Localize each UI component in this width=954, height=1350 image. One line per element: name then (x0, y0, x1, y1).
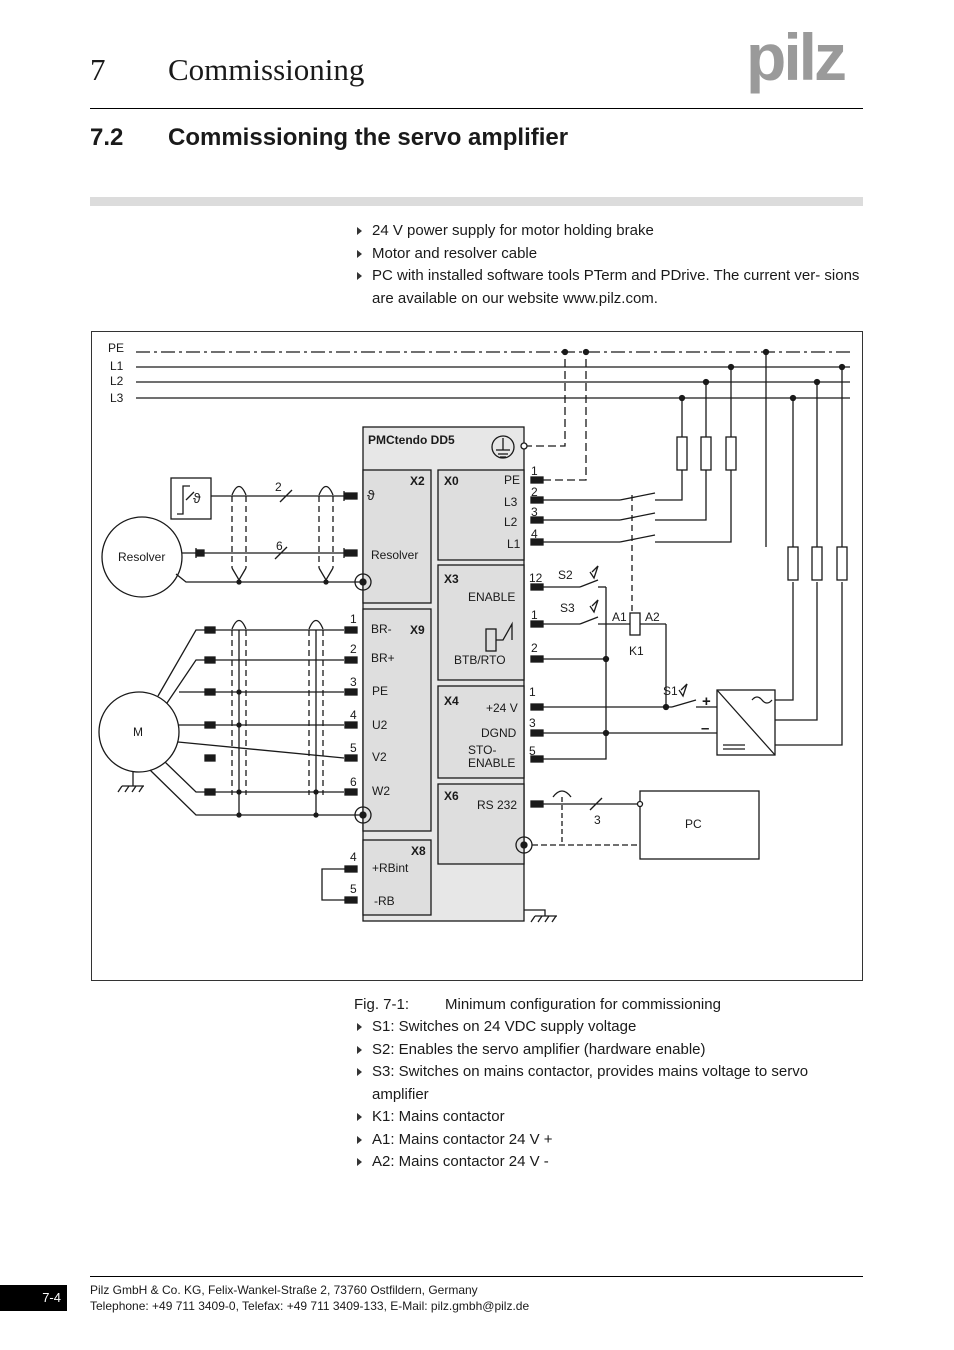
list-item: PC with installed software tools PTerm a… (354, 265, 864, 310)
x2-resolver: Resolver (371, 548, 418, 562)
x9-label-br-plus: BR+ (371, 651, 395, 665)
figure-legend-list: S1: Switches on 24 VDC supply voltage S2… (354, 1016, 864, 1174)
list-item: A2: Mains contactor 24 V - (354, 1151, 864, 1174)
sensor-theta: ϑ (193, 490, 201, 506)
footer-rule (90, 1276, 863, 1277)
list-item: S1: Switches on 24 VDC supply voltage (354, 1016, 864, 1039)
x9-pin-4: 4 (350, 708, 357, 722)
switch-s3-label: S3 (560, 601, 575, 615)
x0-label-l3: L3 (504, 495, 518, 509)
x0-label-l2: L2 (504, 515, 518, 529)
x3-btb: BTB/RTO (454, 653, 506, 667)
footer-contact: Telephone: +49 711 3409-0, Telefax: +49 … (90, 1299, 530, 1313)
x4-pin-3: 3 (529, 716, 536, 730)
x8-name: X8 (411, 844, 426, 858)
x9-label-u2: U2 (372, 718, 388, 732)
switch-s1-label: S1 (663, 684, 678, 698)
x9-label-w2: W2 (372, 784, 390, 798)
list-item: S3: Switches on mains contactor, provide… (354, 1061, 864, 1106)
x4-label-sto: STO- (468, 743, 496, 757)
figure-caption: Fig. 7-1: Minimum configuration for commi… (354, 996, 721, 1013)
requirements-list: 24 V power supply for motor holding brak… (354, 220, 864, 310)
wiring-diagram-frame (91, 331, 863, 981)
mains-l3-label: L3 (110, 391, 124, 405)
x4-label-dgnd: DGND (481, 726, 517, 740)
x6-name: X6 (444, 789, 459, 803)
x4-pin-5: 5 (529, 744, 536, 758)
x4-pin-1: 1 (529, 685, 536, 699)
section-number: 7.2 (90, 124, 124, 151)
x8-pin-5: 5 (350, 882, 357, 896)
page-number: 7-4 (0, 1285, 67, 1311)
contactor-a1-label: A1 (612, 610, 627, 624)
wire-count-6: 6 (276, 539, 283, 553)
mains-pe-label: PE (108, 341, 124, 355)
mains-l1-label: L1 (110, 359, 124, 373)
x2-name: X2 (410, 474, 425, 488)
psu-plus: + (702, 693, 711, 710)
section-title: Commissioning the servo amplifier (168, 124, 569, 151)
resolver-label: Resolver (118, 550, 165, 564)
x8-label-rb: -RB (374, 894, 395, 908)
x4-label-24v: +24 V (486, 701, 518, 715)
pilz-logo: pilz (746, 20, 864, 99)
contactor-a2-label: A2 (645, 610, 660, 624)
x0-pin-2: 2 (531, 485, 538, 499)
x4-label-enable: ENABLE (468, 756, 515, 770)
x0-pin-3: 3 (531, 505, 538, 519)
wire-count-3: 3 (594, 813, 601, 827)
x0-pin-1: 1 (531, 464, 538, 478)
x0-label-pe: PE (504, 473, 520, 487)
figure-caption-text: Minimum configuration for commissioning (445, 996, 721, 1013)
x6-rs232: RS 232 (477, 798, 517, 812)
x3-enable: ENABLE (468, 590, 515, 604)
x0-label-l1: L1 (507, 537, 521, 551)
list-item: 24 V power supply for motor holding brak… (354, 220, 864, 243)
x9-label-br-minus: BR- (371, 622, 392, 636)
pc-label: PC (685, 817, 702, 831)
list-item: K1: Mains contactor (354, 1106, 864, 1129)
x9-label-v2: V2 (372, 750, 387, 764)
x9-pin-6: 6 (350, 775, 357, 789)
x3-pin-2: 2 (531, 641, 538, 655)
logo-text: pilz (746, 28, 845, 94)
figure-label: Fig. 7-1: (354, 996, 410, 1013)
x9-pin-2: 2 (350, 642, 357, 656)
x3-name: X3 (444, 572, 459, 586)
x9-pin-5: 5 (350, 741, 357, 755)
psu-minus: – (701, 720, 709, 737)
list-item: S2: Enables the servo amplifier (hardwar… (354, 1039, 864, 1062)
contactor-k1-label: K1 (629, 644, 644, 658)
x9-pin-1: 1 (350, 612, 357, 626)
device-title: PMCtendo DD5 (368, 433, 455, 447)
list-item: A1: Mains contactor 24 V + (354, 1129, 864, 1152)
x3-pin-1: 1 (531, 608, 538, 622)
x8-label-rbint: +RBint (372, 861, 409, 875)
x9-pin-3: 3 (350, 675, 357, 689)
chapter-number: 7 (90, 52, 106, 87)
footer-address: Pilz GmbH & Co. KG, Felix-Wankel-Straße … (90, 1283, 478, 1297)
header-rule (90, 108, 863, 109)
x9-name: X9 (410, 623, 425, 637)
x4-name: X4 (444, 694, 459, 708)
x0-name: X0 (444, 474, 459, 488)
wire-count-2: 2 (275, 480, 282, 494)
x8-pin-4: 4 (350, 850, 357, 864)
mains-l2-label: L2 (110, 374, 124, 388)
section-divider (90, 197, 863, 206)
switch-s2-label: S2 (558, 568, 573, 582)
chapter-title: Commissioning (168, 52, 365, 87)
list-item: Motor and resolver cable (354, 243, 864, 266)
x0-pin-4: 4 (531, 527, 538, 541)
x9-label-pe: PE (372, 684, 388, 698)
x3-pin-12: 12 (529, 571, 543, 585)
motor-label: M (133, 725, 143, 739)
x2-theta: ϑ (367, 487, 375, 503)
